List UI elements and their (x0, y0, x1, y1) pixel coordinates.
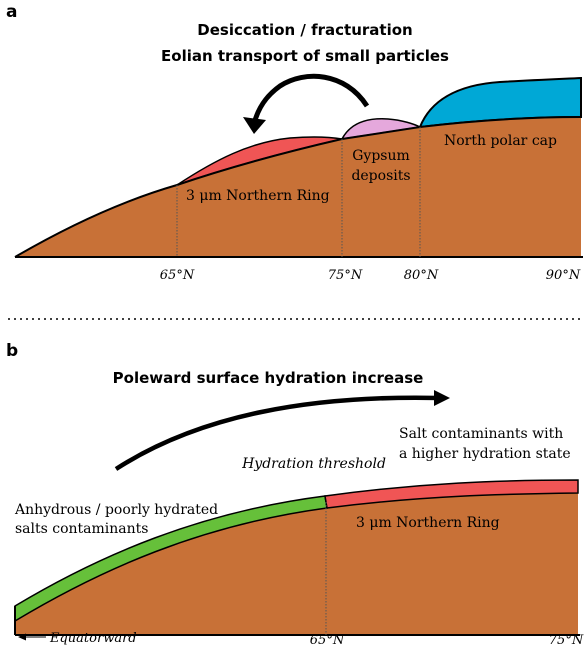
tick-a-75: 75°N (328, 268, 363, 283)
cap-label: North polar cap (444, 133, 557, 149)
salt-label-line2: a higher hydration state (399, 446, 571, 462)
panel-a-letter: a (6, 2, 17, 22)
ground-b (15, 493, 578, 635)
transport-arrow (251, 73, 370, 125)
panel-a-title-line1: Desiccation / fracturation (197, 21, 412, 39)
salt-label-line1: Salt contaminants with (399, 426, 563, 442)
gypsum-label-line1: Gypsum (352, 148, 410, 164)
tick-a-80: 80°N (404, 268, 439, 283)
ring-label-b: 3 μm Northern Ring (356, 515, 500, 531)
anhydrous-label-line1: Anhydrous / poorly hydrated (14, 502, 218, 518)
tick-b-75: 75°N (549, 633, 584, 648)
tick-b-65: 65°N (310, 633, 345, 648)
poleward-arrow (114, 395, 441, 471)
equatorward-arrowhead (18, 633, 26, 641)
panel-a-title-line2: Eolian transport of small particles (161, 47, 449, 65)
panel-b-letter: b (6, 341, 18, 361)
threshold-label: Hydration threshold (241, 456, 386, 472)
equatorward-label: Equatorward (49, 631, 137, 646)
transport-arrowhead (243, 117, 266, 134)
ground-a (15, 117, 581, 257)
hydrated-layer (324, 479, 579, 509)
tick-a-65: 65°N (160, 268, 195, 283)
ring-label-a: 3 μm Northern Ring (186, 188, 330, 204)
panel-b-title: Poleward surface hydration increase (113, 369, 424, 387)
tick-a-90: 90°N (546, 268, 581, 283)
anhydrous-label-line2: salts contaminants (15, 521, 148, 537)
poleward-arrowhead (434, 390, 450, 406)
ground-a-surface (14, 116, 582, 258)
gypsum-label-line2: deposits (351, 168, 410, 184)
